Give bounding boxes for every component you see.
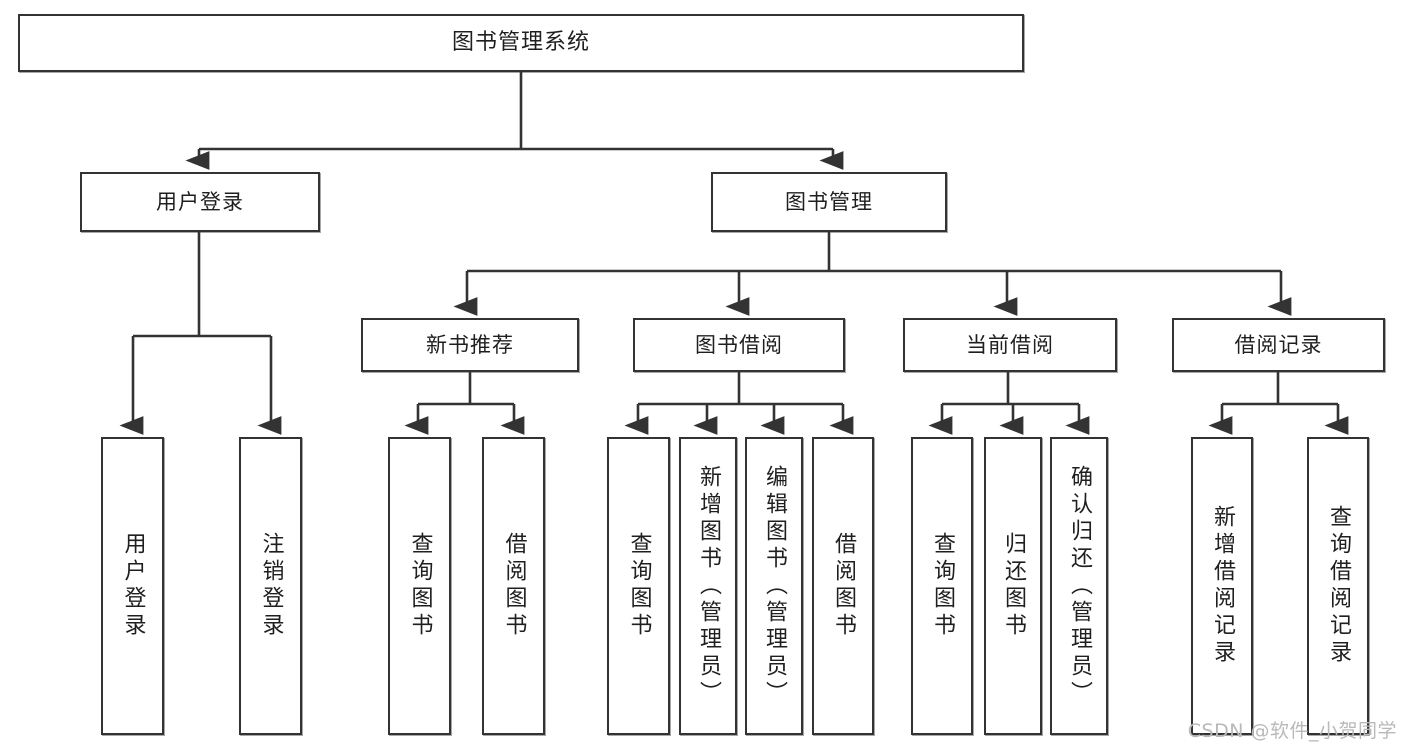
node-leaf-edit-book-admin-label: 编辑图书（管理员） <box>762 464 787 708</box>
node-borrow-record-label: 借阅记录 <box>1234 332 1323 357</box>
node-borrow-record[interactable]: 借阅记录 <box>1172 318 1385 372</box>
node-leaf-query-book-2-label: 查询图书 <box>626 532 652 640</box>
node-leaf-query-book-3[interactable]: 查询图书 <box>911 437 973 735</box>
node-new-book-recommend[interactable]: 新书推荐 <box>361 318 579 372</box>
node-leaf-borrow-book-2-label: 借阅图书 <box>831 532 856 640</box>
node-leaf-add-book-admin[interactable]: 新增图书（管理员） <box>679 437 737 735</box>
node-user-login-label: 用户登录 <box>156 189 244 214</box>
node-leaf-borrow-book-1[interactable]: 借阅图书 <box>482 437 545 735</box>
node-leaf-query-book-1[interactable]: 查询图书 <box>388 437 451 735</box>
node-book-management-label: 图书管理 <box>785 189 873 214</box>
node-leaf-query-book-3-label: 查询图书 <box>930 532 955 640</box>
node-book-borrow[interactable]: 图书借阅 <box>633 318 845 372</box>
node-book-borrow-label: 图书借阅 <box>695 332 783 357</box>
node-leaf-logout-label: 注销登录 <box>258 532 284 640</box>
node-book-management[interactable]: 图书管理 <box>711 172 947 232</box>
node-leaf-add-borrow-record[interactable]: 新增借阅记录 <box>1191 437 1253 735</box>
node-leaf-confirm-return-admin-label: 确认归还（管理员） <box>1067 464 1092 708</box>
node-leaf-add-book-admin-label: 新增图书（管理员） <box>696 464 721 708</box>
node-leaf-edit-book-admin[interactable]: 编辑图书（管理员） <box>745 437 803 735</box>
watermark-text: CSDN @软件_小贺同学 <box>1187 720 1397 742</box>
node-user-login[interactable]: 用户登录 <box>80 172 320 232</box>
node-leaf-logout[interactable]: 注销登录 <box>239 437 302 735</box>
node-leaf-return-book-label: 归还图书 <box>1001 532 1026 640</box>
node-current-borrow-label: 当前借阅 <box>966 332 1054 357</box>
node-leaf-query-borrow-record[interactable]: 查询借阅记录 <box>1307 437 1369 735</box>
node-current-borrow[interactable]: 当前借阅 <box>903 318 1117 372</box>
node-leaf-add-borrow-record-label: 新增借阅记录 <box>1210 505 1235 667</box>
node-root[interactable]: 图书管理系统 <box>18 14 1024 72</box>
node-leaf-query-book-2[interactable]: 查询图书 <box>607 437 670 735</box>
node-leaf-user-login-label: 用户登录 <box>120 532 146 640</box>
node-leaf-query-borrow-record-label: 查询借阅记录 <box>1326 505 1351 667</box>
node-root-label: 图书管理系统 <box>451 30 590 56</box>
node-leaf-confirm-return-admin[interactable]: 确认归还（管理员） <box>1050 437 1108 735</box>
node-leaf-return-book[interactable]: 归还图书 <box>984 437 1042 735</box>
node-leaf-query-book-1-label: 查询图书 <box>407 532 433 640</box>
node-leaf-borrow-book-2[interactable]: 借阅图书 <box>812 437 874 735</box>
node-leaf-borrow-book-1-label: 借阅图书 <box>501 532 527 640</box>
node-new-book-recommend-label: 新书推荐 <box>426 332 514 357</box>
node-leaf-user-login[interactable]: 用户登录 <box>101 437 164 735</box>
